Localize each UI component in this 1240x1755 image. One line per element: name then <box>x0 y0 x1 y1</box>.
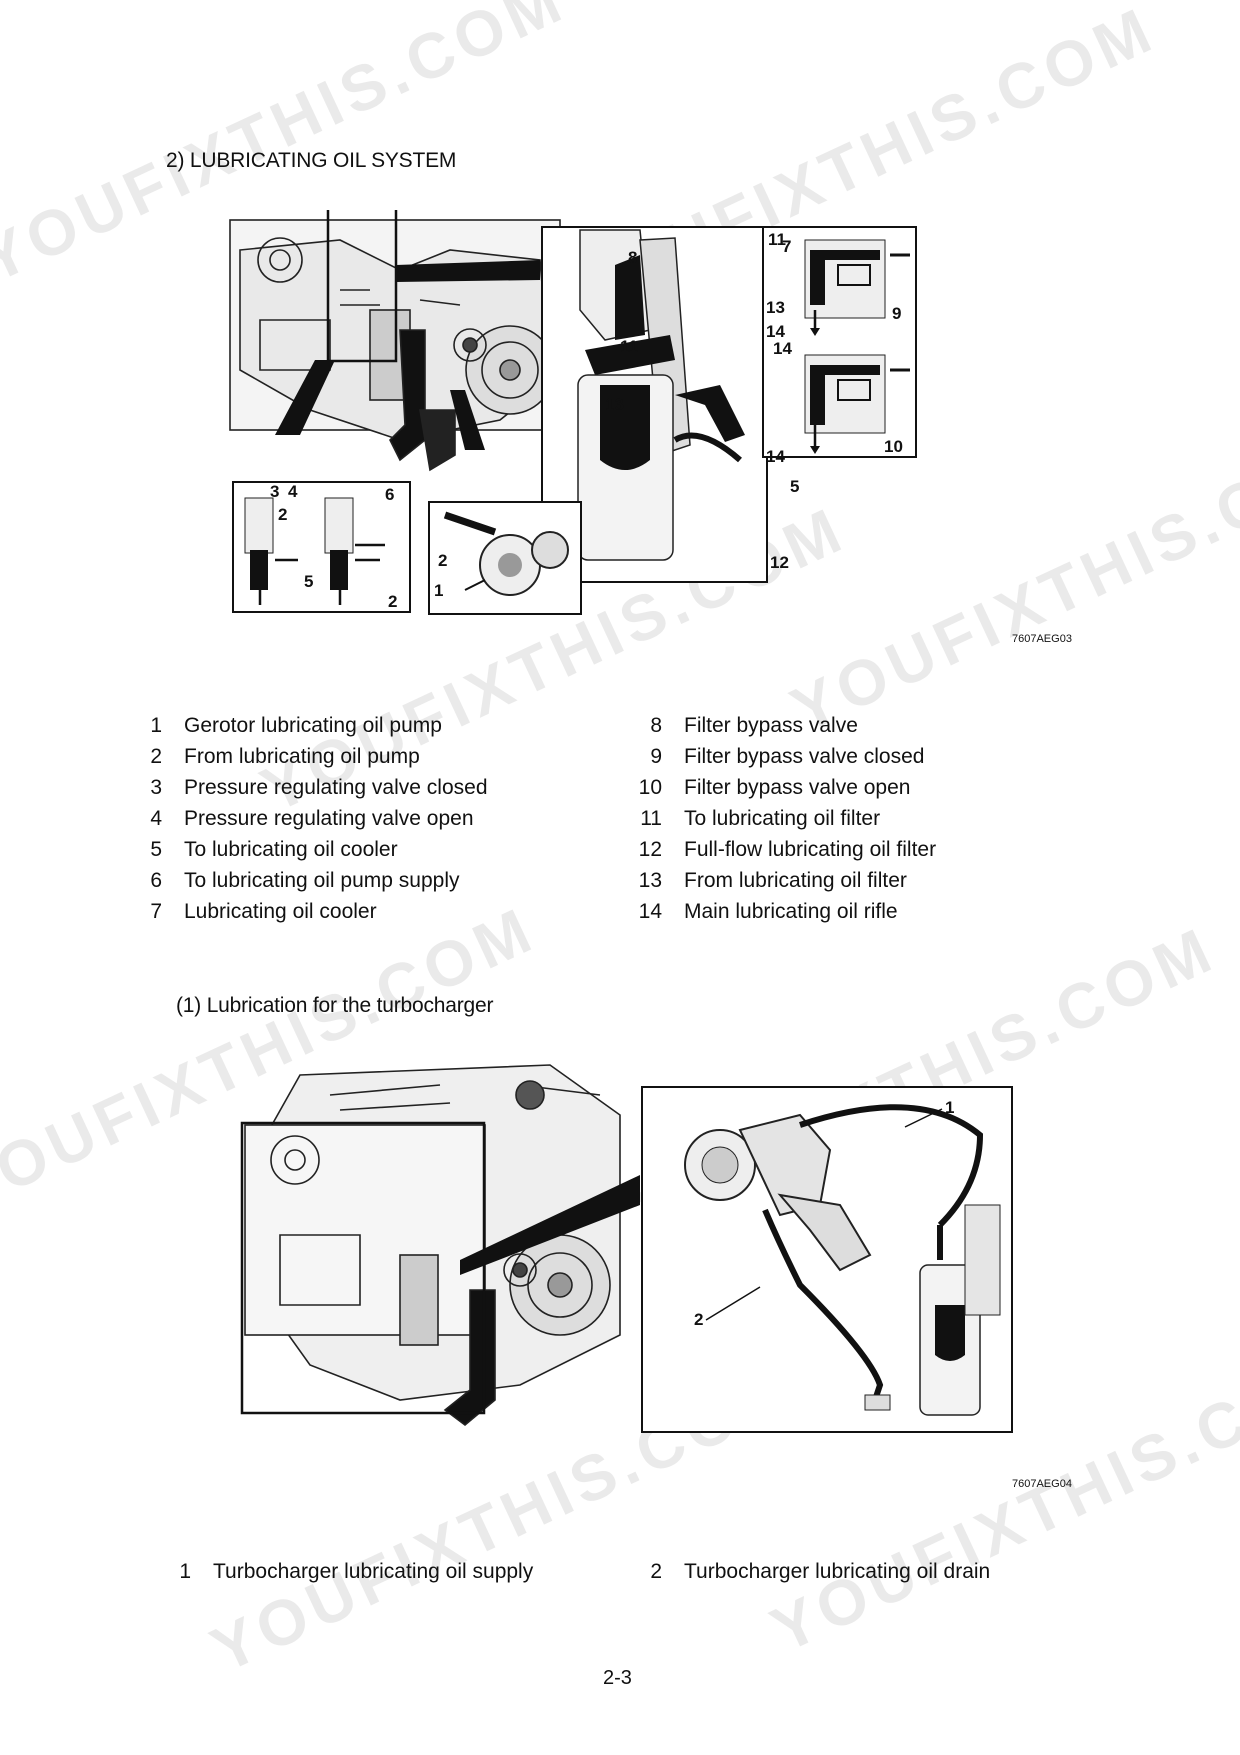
callout-9: 9 <box>892 304 901 323</box>
figure-code: 7607AEG04 <box>1012 1478 1072 1490</box>
pressure-regulating-valve-inset <box>232 481 411 613</box>
callout-1: 1 <box>434 581 443 600</box>
callout-2: 2 <box>278 505 287 524</box>
gerotor-pump-inset <box>428 501 582 615</box>
callout-13: 13 <box>605 395 624 414</box>
callout-12: 12 <box>770 553 789 572</box>
turbocharger-lubrication-figure: 1 2 <box>240 1064 1013 1433</box>
callout-14: 14 <box>766 447 785 466</box>
callout-14: 14 <box>766 322 785 341</box>
section-title: 2) LUBRICATING OIL SYSTEM <box>166 149 457 172</box>
lubricating-oil-system-figure: 3 4 2 6 5 2 2 1 8 7 11 14 13 5 12 11 13 … <box>229 210 917 615</box>
callout-13: 13 <box>766 298 785 317</box>
callout-11: 11 <box>768 230 786 249</box>
callout-5: 5 <box>790 477 799 496</box>
callout-14: 14 <box>773 339 792 358</box>
callout-5: 5 <box>304 572 313 591</box>
page-number: 2-3 <box>603 1667 632 1689</box>
turbocharger-inset <box>641 1086 1013 1433</box>
bypass-valve-inset <box>762 226 917 458</box>
callout-6: 6 <box>385 485 394 504</box>
callout-3: 3 <box>270 482 279 501</box>
callout-10: 10 <box>884 437 903 456</box>
callout-2: 2 <box>438 551 447 570</box>
callout-4: 4 <box>288 482 298 501</box>
callout-2: 2 <box>694 1310 703 1329</box>
callout-2: 2 <box>388 592 397 611</box>
callout-1: 1 <box>945 1098 954 1117</box>
engine-illustration <box>244 1064 621 1427</box>
callout-7: 7 <box>782 237 791 256</box>
subsection-title: (1) Lubrication for the turbocharger <box>176 994 494 1017</box>
callout-8: 8 <box>628 248 637 267</box>
callout-11: 11 <box>620 337 638 356</box>
figure-code: 7607AEG03 <box>1012 633 1072 645</box>
